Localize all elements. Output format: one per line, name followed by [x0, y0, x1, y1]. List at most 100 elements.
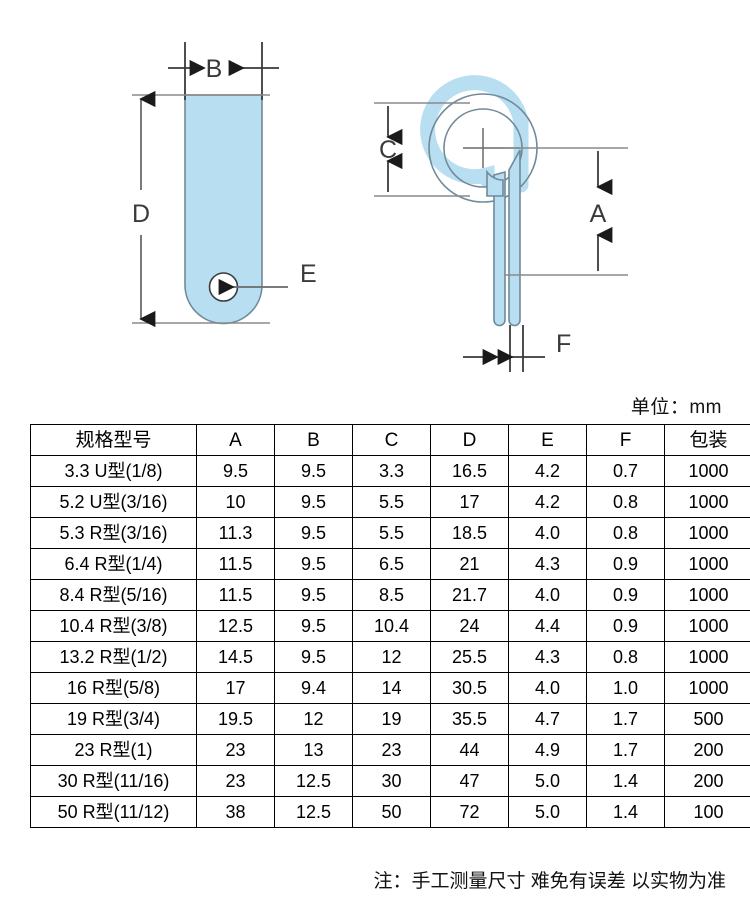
cell-value: 8.5: [352, 579, 431, 611]
table-header-cell-packaging: 包装: [664, 424, 750, 456]
cell-value: 38: [196, 796, 275, 828]
cell-value: 200: [664, 734, 750, 766]
technical-drawing-svg: B D E: [132, 42, 628, 372]
cell-value: 4.2: [508, 455, 587, 487]
cell-value: 4.3: [508, 641, 587, 673]
cell-value: 12.5: [196, 610, 275, 642]
cell-value: 23: [352, 734, 431, 766]
cell-value: 4.7: [508, 703, 587, 735]
dimension-label-d: D: [132, 200, 150, 228]
cell-value: 100: [664, 796, 750, 828]
cell-model: 19 R型(3/4): [30, 703, 197, 735]
cell-value: 1000: [664, 610, 750, 642]
cell-value: 9.5: [274, 548, 353, 580]
cell-value: 13: [274, 734, 353, 766]
cell-model: 5.2 U型(3/16): [30, 486, 197, 518]
table-header-cell-a: A: [196, 424, 275, 456]
cell-value: 1000: [664, 672, 750, 704]
cell-value: 0.8: [586, 517, 665, 549]
cell-value: 1.4: [586, 796, 665, 828]
cell-value: 0.9: [586, 579, 665, 611]
front-view-group: B D E: [132, 42, 317, 328]
cell-value: 24: [430, 610, 509, 642]
cell-value: 21.7: [430, 579, 509, 611]
clamp-leg-left: [493, 170, 506, 327]
cell-model: 50 R型(11/12): [30, 796, 197, 828]
cell-value: 11.5: [196, 548, 275, 580]
cell-value: 1000: [664, 548, 750, 580]
cell-value: 12: [352, 641, 431, 673]
cell-value: 21: [430, 548, 509, 580]
dimension-label-a: A: [590, 200, 607, 228]
cell-value: 10.4: [352, 610, 431, 642]
cell-value: 1000: [664, 579, 750, 611]
cell-value: 30: [352, 765, 431, 797]
cell-value: 5.5: [352, 517, 431, 549]
cell-value: 9.5: [274, 517, 353, 549]
cell-value: 25.5: [430, 641, 509, 673]
cell-value: 12.5: [274, 796, 353, 828]
dimension-label-e: E: [300, 260, 317, 288]
cell-value: 4.9: [508, 734, 587, 766]
table-header-cell-model: 规格型号: [30, 424, 197, 456]
cell-value: 30.5: [430, 672, 509, 704]
cell-value: 3.3: [352, 455, 431, 487]
cell-value: 0.8: [586, 641, 665, 673]
cell-value: 1000: [664, 486, 750, 518]
dimension-label-c: C: [379, 136, 397, 164]
cell-value: 9.5: [196, 455, 275, 487]
technical-drawing-area: B D E: [0, 0, 750, 385]
cell-value: 0.9: [586, 548, 665, 580]
cell-value: 1000: [664, 641, 750, 673]
cell-value: 17: [430, 486, 509, 518]
table-header-cell-b: B: [274, 424, 353, 456]
cell-value: 1.7: [586, 734, 665, 766]
clamp-profile-shape: [420, 75, 538, 327]
cell-value: 4.3: [508, 548, 587, 580]
cell-value: 11.3: [196, 517, 275, 549]
cell-value: 14.5: [196, 641, 275, 673]
cell-value: 0.9: [586, 610, 665, 642]
cell-value: 17: [196, 672, 275, 704]
cell-value: 5.5: [352, 486, 431, 518]
table-header-cell-d: D: [430, 424, 509, 456]
table-header-cell-f: F: [586, 424, 665, 456]
cell-model: 8.4 R型(5/16): [30, 579, 197, 611]
cell-value: 4.0: [508, 579, 587, 611]
loop-band-fill: [420, 75, 529, 193]
cell-value: 1000: [664, 455, 750, 487]
cell-model: 10.4 R型(3/8): [30, 610, 197, 642]
cell-value: 19: [352, 703, 431, 735]
cell-value: 5.0: [508, 796, 587, 828]
cell-value: 9.5: [274, 579, 353, 611]
cell-value: 9.5: [274, 610, 353, 642]
cell-value: 0.8: [586, 486, 665, 518]
cell-value: 12.5: [274, 765, 353, 797]
cell-value: 4.0: [508, 672, 587, 704]
table-header-cell-e: E: [508, 424, 587, 456]
cell-value: 1.4: [586, 765, 665, 797]
side-view-group: C A F: [374, 75, 628, 372]
cell-model: 3.3 U型(1/8): [30, 455, 197, 487]
cell-value: 18.5: [430, 517, 509, 549]
cell-value: 0.7: [586, 455, 665, 487]
cell-value: 35.5: [430, 703, 509, 735]
clamp-leg-junction: [486, 169, 504, 197]
cell-value: 19.5: [196, 703, 275, 735]
cell-value: 72: [430, 796, 509, 828]
cell-value: 12: [274, 703, 353, 735]
cell-model: 13.2 R型(1/2): [30, 641, 197, 673]
clamp-leg-right: [508, 149, 521, 327]
